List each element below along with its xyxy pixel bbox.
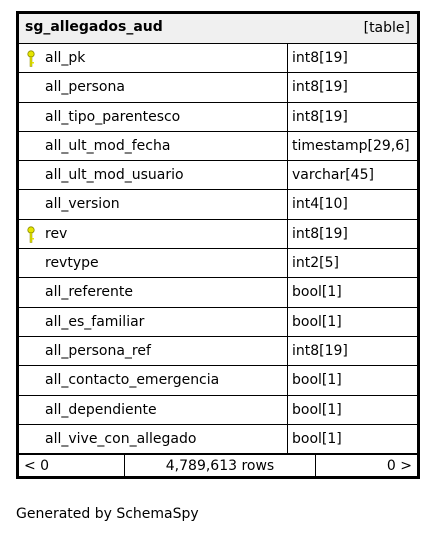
column-row[interactable]: all_pk int8[19] [19, 44, 417, 74]
column-name: all_es_familiar [45, 313, 145, 330]
column-type: bool[1] [292, 372, 342, 389]
column-row[interactable]: revtype int2[5] [19, 249, 417, 279]
row-count-label: 4,789,613 rows [165, 458, 275, 474]
column-name-cell [19, 131, 288, 161]
column-row[interactable]: all_ult_mod_usuario varchar[45] [19, 161, 417, 191]
column-row[interactable]: all_es_familiar bool[1] [19, 307, 417, 337]
column-name-cell [19, 278, 288, 307]
column-row[interactable]: all_referente bool[1] [19, 278, 417, 308]
column-name-cell [19, 73, 288, 102]
column-name-cell [19, 161, 288, 190]
column-type: timestamp[29,6] [292, 137, 410, 154]
column-name: all_pk [45, 50, 86, 66]
primary-key-icon [27, 226, 35, 243]
column-row[interactable]: all_ult_mod_fecha timestamp[29,6] [19, 131, 417, 162]
column-name-cell [19, 366, 288, 395]
column-type: int2[5] [292, 255, 339, 272]
column-type: int8[19] [292, 79, 348, 96]
column-type: int8[19] [292, 225, 348, 242]
parents-count-label: < 0 [24, 458, 50, 474]
column-name: all_vive_con_allegado [45, 430, 197, 447]
column-row[interactable]: all_dependiente bool[1] [19, 395, 417, 425]
table-header: sg_allegados_aud [table] [19, 14, 417, 44]
column-name-cell [19, 249, 288, 278]
column-name: all_tipo_parentesco [45, 108, 181, 125]
column-name: all_contacto_emergencia [45, 372, 220, 389]
table-name[interactable]: sg_allegados_aud [25, 19, 163, 35]
column-name-cell [19, 336, 288, 366]
column-row[interactable]: all_persona int8[19] [19, 73, 417, 103]
column-type: int8[19] [292, 50, 348, 66]
table-footer: < 0 4,789,613 rows 0 > [19, 454, 417, 479]
column-row[interactable]: all_version int4[10] [19, 190, 417, 220]
column-type: int4[10] [292, 196, 348, 213]
column-name-cell [19, 219, 288, 249]
column-type: bool[1] [292, 401, 342, 418]
column-row[interactable]: all_persona_ref int8[19] [19, 336, 417, 367]
row-count: 4,789,613 rows [125, 455, 316, 479]
column-row[interactable]: rev int8[19] [19, 219, 417, 250]
table-type-label: [table] [363, 20, 410, 36]
column-name: all_ult_mod_fecha [45, 137, 171, 154]
column-name: all_version [45, 196, 120, 213]
column-name: all_persona [45, 79, 125, 96]
column-type: bool[1] [292, 284, 342, 301]
column-name: all_ult_mod_usuario [45, 167, 184, 184]
column-name-cell [19, 307, 288, 336]
children-count[interactable]: 0 > [316, 455, 417, 479]
column-name-cell [19, 395, 288, 424]
column-type: varchar[45] [292, 167, 374, 184]
column-name: all_referente [45, 284, 133, 301]
column-name-cell [19, 190, 288, 219]
column-row[interactable]: all_contacto_emergencia bool[1] [19, 366, 417, 396]
column-type: bool[1] [292, 313, 342, 330]
column-name-cell [19, 44, 288, 73]
column-row[interactable]: all_vive_con_allegado bool[1] [19, 424, 417, 455]
primary-key-icon [27, 50, 35, 67]
column-name: all_persona_ref [45, 342, 151, 359]
column-type: int8[19] [292, 342, 348, 359]
column-name-cell [19, 102, 288, 131]
column-name: revtype [45, 255, 99, 272]
generated-by-text: Generated by SchemaSpy [16, 506, 199, 522]
column-name-cell [19, 424, 288, 454]
column-name: rev [45, 225, 68, 242]
column-type: int8[19] [292, 108, 348, 125]
column-row[interactable]: all_tipo_parentesco int8[19] [19, 102, 417, 132]
children-count-label: 0 > [386, 458, 412, 474]
column-name: all_dependiente [45, 401, 157, 418]
parents-count[interactable]: < 0 [19, 455, 125, 479]
column-type: bool[1] [292, 430, 342, 447]
